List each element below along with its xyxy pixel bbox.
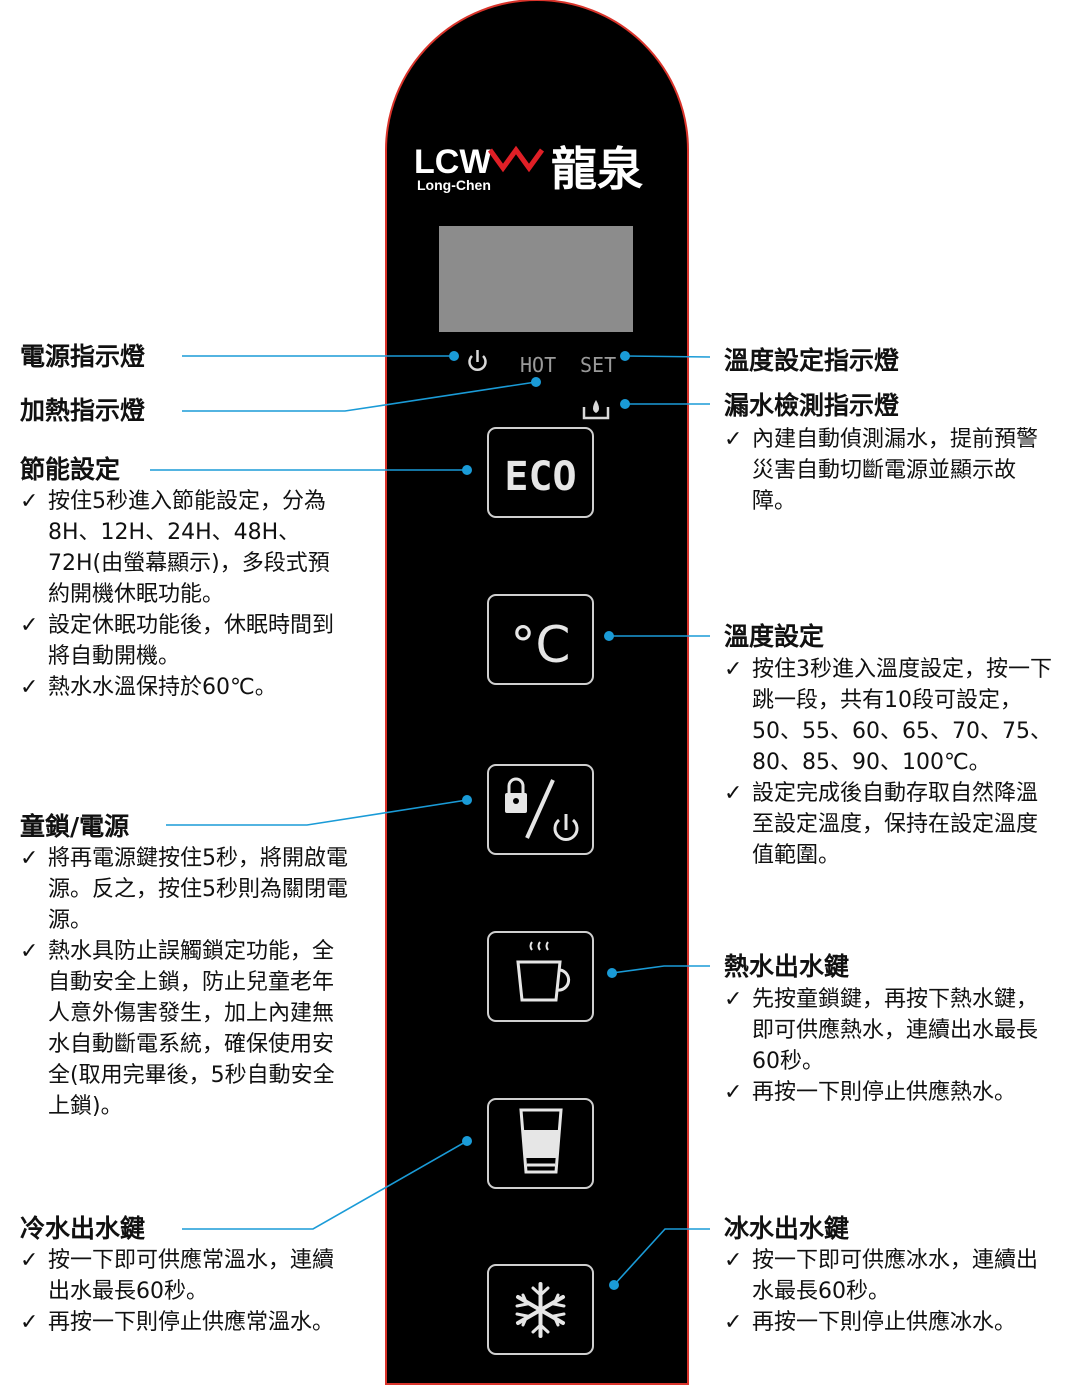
leader-lines: [150, 355, 711, 1286]
leak-indicator-title: 漏水檢測指示燈: [724, 391, 900, 420]
list-item: 按住3秒進入溫度設定，按一下跳一段，共有10段可設定，50、55、60、65、7…: [724, 654, 1059, 778]
leader-childlock: [166, 799, 468, 826]
dot-leak: [620, 399, 630, 409]
logo-chinese: 龍泉: [551, 142, 643, 196]
ice-water-list: 按一下即可供應冰水，連續出水最長60秒。 再按一下則停止供應冰水。: [724, 1245, 1059, 1338]
dot-eco: [462, 465, 472, 475]
set-indicator: SET: [580, 353, 616, 377]
dot-temp-indicator: [620, 351, 630, 361]
list-item: 熱水水溫保持於60℃。: [20, 672, 350, 703]
list-item: 按一下即可供應冰水，連續出水最長60秒。: [724, 1245, 1059, 1307]
list-item: 再按一下則停止供應熱水。: [724, 1077, 1059, 1108]
list-item: 先按童鎖鍵，再按下熱水鍵，即可供應熱水，連續出水最長60秒。: [724, 984, 1059, 1077]
temperature-button[interactable]: °C: [487, 594, 594, 685]
glass-icon: [519, 1108, 563, 1174]
control-panel: [385, 0, 689, 1385]
cold-water-list: 按一下即可供應常溫水，連續出水最長60秒。 再按一下則停止供應常溫水。: [20, 1245, 355, 1338]
cold-water-button[interactable]: [487, 1098, 594, 1189]
leader-ice: [613, 1228, 710, 1286]
leader-cold: [182, 1140, 468, 1230]
celsius-label: °C: [511, 616, 571, 674]
eco-button[interactable]: ECO: [487, 427, 594, 518]
list-item: 設定休眠功能後，休眠時間到將自動開機。: [20, 610, 350, 672]
ice-water-title: 冰水出水鍵: [724, 1214, 850, 1243]
list-item: 熱水具防止誤觸鎖定功能，全自動安全上鎖，防止兒童老年人意外傷害發生，加上內建無水…: [20, 936, 350, 1122]
hot-cup-icon: [516, 941, 571, 1002]
hot-indicator: HOT: [520, 353, 556, 377]
lock-power-button[interactable]: [487, 764, 594, 855]
list-item: 按住5秒進入節能設定，分為8H、12H、24H、48H、72H(由螢幕顯示)，多…: [20, 486, 350, 610]
temp-setting-title: 溫度設定: [724, 622, 825, 651]
child-lock-title: 童鎖/電源: [20, 812, 130, 841]
hot-water-title: 熱水出水鍵: [724, 952, 850, 981]
hot-water-button[interactable]: [487, 931, 594, 1022]
power-indicator-title: 電源指示燈: [20, 342, 146, 371]
cold-water-title: 冷水出水鍵: [20, 1214, 146, 1243]
leader-hot: [611, 965, 710, 974]
child-lock-list: 將再電源鍵按住5秒，將開啟電源。反之，按住5秒則為關閉電源。 熱水具防止誤觸鎖定…: [20, 843, 350, 1122]
dot-temp-setting: [604, 631, 614, 641]
display-screen: [439, 226, 633, 332]
eco-setting-title: 節能設定: [20, 455, 121, 484]
eco-setting-list: 按住5秒進入節能設定，分為8H、12H、24H、48H、72H(由螢幕顯示)，多…: [20, 486, 350, 703]
dot-cold: [462, 1136, 472, 1146]
slash-divider: [525, 779, 555, 839]
power-indicator-icon: [468, 350, 487, 371]
dot-hot: [607, 968, 617, 978]
leak-indicator-list: 內建自動偵測漏水，提前預警災害自動切斷電源並顯示故障。: [724, 424, 1059, 517]
temp-setting-list: 按住3秒進入溫度設定，按一下跳一段，共有10段可設定，50、55、60、65、7…: [724, 654, 1059, 871]
leader-heating: [182, 381, 537, 412]
leader-temp-indicator: [624, 355, 711, 358]
leak-indicator-icon: [582, 400, 610, 420]
dot-power: [449, 351, 459, 361]
dot-ice: [609, 1280, 619, 1290]
list-item: 內建自動偵測漏水，提前預警災害自動切斷電源並顯示故障。: [724, 424, 1059, 517]
list-item: 再按一下則停止供應冰水。: [724, 1307, 1059, 1338]
heating-indicator-title: 加熱指示燈: [20, 396, 146, 425]
logo-text: LCW: [414, 143, 492, 181]
list-item: 再按一下則停止供應常溫水。: [20, 1307, 355, 1338]
logo-wave-icon: [487, 145, 545, 173]
brand-logo: LCW Long-Chen 龍泉: [414, 142, 643, 196]
snowflake-icon: [515, 1282, 566, 1338]
dot-heating: [531, 377, 541, 387]
lock-icon: [505, 777, 527, 813]
dot-childlock: [462, 795, 472, 805]
ice-water-button[interactable]: [487, 1264, 594, 1355]
logo-subtext: Long-Chen: [417, 177, 491, 193]
list-item: 按一下即可供應常溫水，連續出水最長60秒。: [20, 1245, 355, 1307]
temp-indicator-title: 溫度設定指示燈: [724, 346, 900, 375]
eco-label: ECO: [504, 454, 576, 500]
list-item: 設定完成後自動存取自然降溫至設定溫度，保持在設定溫度值範圍。: [724, 778, 1059, 871]
hot-water-list: 先按童鎖鍵，再按下熱水鍵，即可供應熱水，連續出水最長60秒。 再按一下則停止供應…: [724, 984, 1059, 1108]
leader-dots: [449, 351, 630, 1290]
power-icon: [553, 814, 579, 841]
list-item: 將再電源鍵按住5秒，將開啟電源。反之，按住5秒則為關閉電源。: [20, 843, 350, 936]
